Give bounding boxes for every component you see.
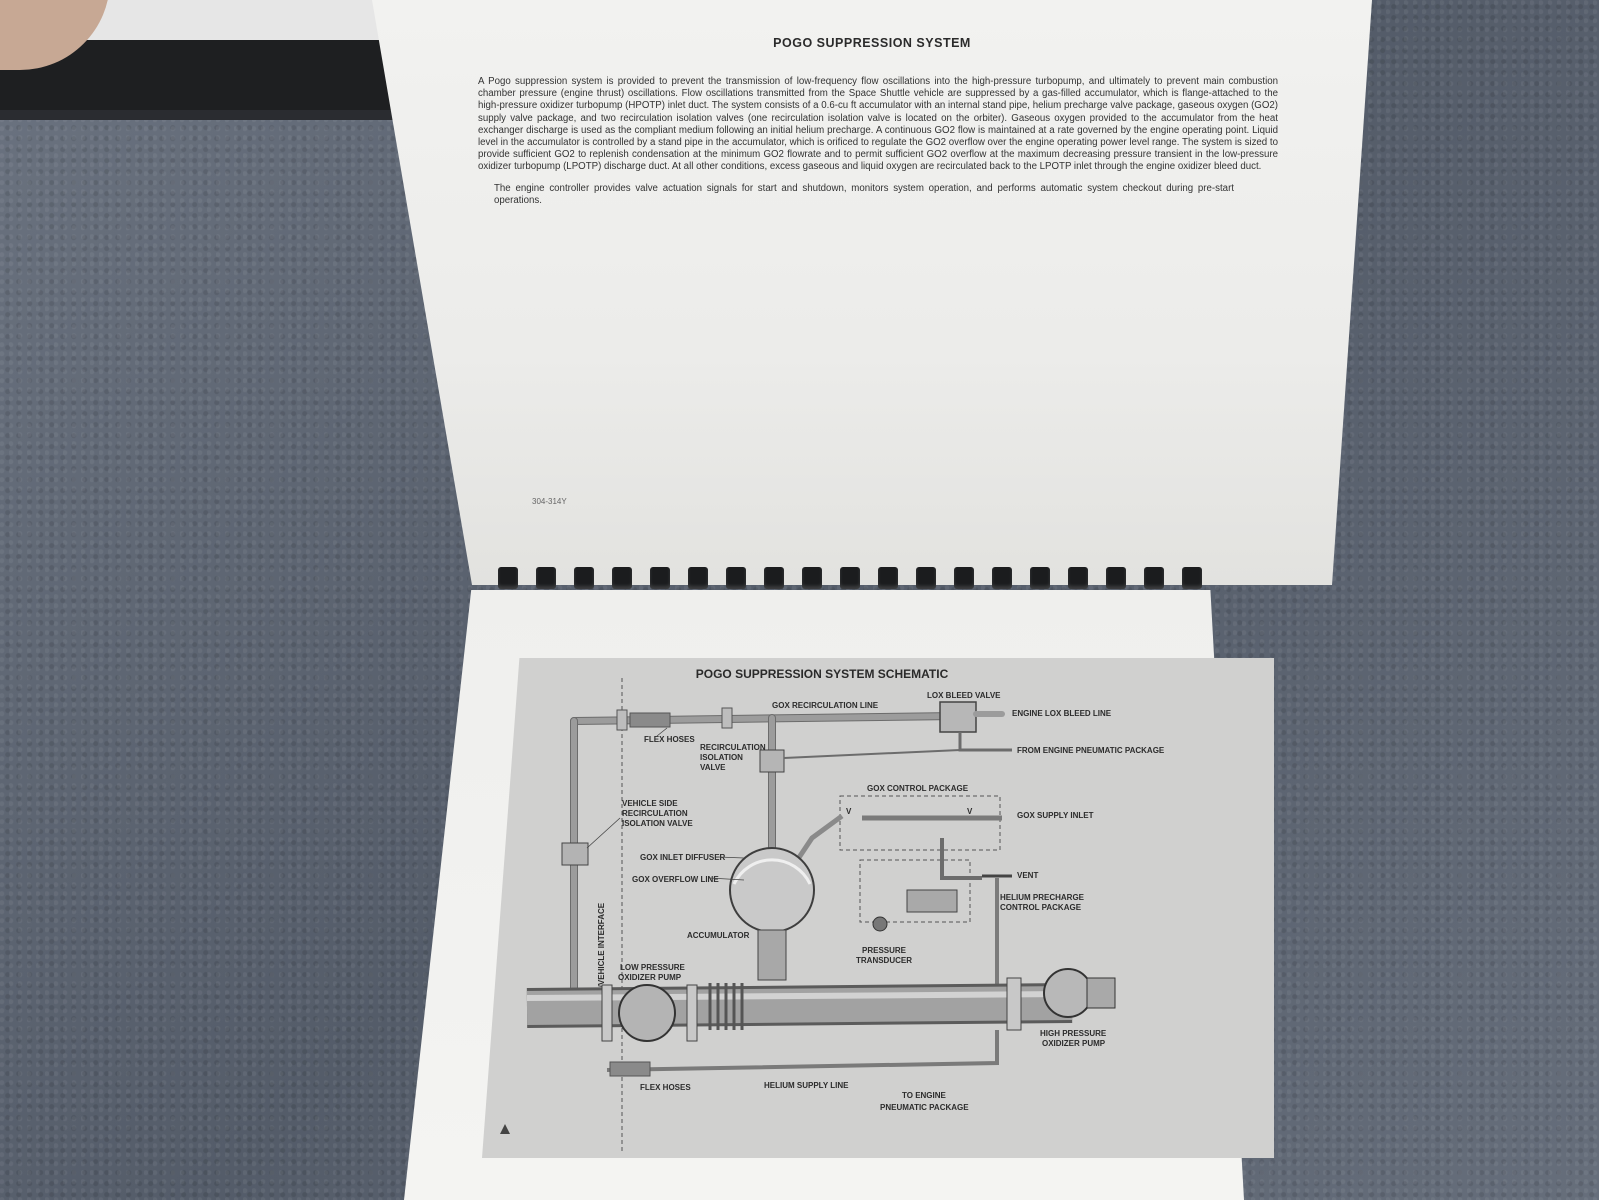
- spiral-binding: [490, 565, 1220, 595]
- pressure-transducer: [872, 916, 888, 932]
- vehicle-side-isolation-valve: [561, 842, 589, 866]
- label-accumulator: ACCUMULATOR: [687, 931, 750, 940]
- schematic-title: POGO SUPPRESSION SYSTEM SCHEMATIC: [696, 667, 949, 681]
- binding-ring: [954, 567, 974, 589]
- label-recirc-iso-3: VALVE: [700, 763, 726, 772]
- leader-line: [586, 817, 621, 849]
- leader-line: [717, 856, 745, 859]
- valve-symbol: V: [846, 807, 852, 816]
- binding-ring: [688, 567, 708, 589]
- hp-pump-inlet: [1086, 977, 1116, 1009]
- high-pressure-oxidizer-pump: [1043, 968, 1093, 1018]
- paragraph-1: A Pogo suppression system is provided to…: [478, 76, 1278, 173]
- binding-ring: [840, 567, 860, 589]
- low-pressure-oxidizer-pump: [618, 984, 676, 1042]
- main-duct-highlight: [526, 991, 1073, 1001]
- flange: [721, 707, 733, 729]
- flange: [601, 984, 613, 1042]
- label-pressure-transducer-1: PRESSURE: [862, 946, 907, 955]
- label-high-pressure-pump-2: OXIDIZER PUMP: [1042, 1039, 1106, 1048]
- gox-control-package-box: [839, 795, 1001, 851]
- valve-symbol: V: [967, 807, 973, 816]
- label-gox-inlet-diffuser: GOX INLET DIFFUSER: [640, 853, 726, 862]
- label-vehicle-side-1: VEHICLE SIDE: [622, 799, 678, 808]
- binding-ring: [574, 567, 594, 589]
- label-vehicle-side-3: ISOLATION VALVE: [622, 819, 693, 828]
- binding-ring: [802, 567, 822, 589]
- label-low-pressure-pump-1: LOW PRESSURE: [620, 963, 686, 972]
- bellows: [708, 983, 744, 1030]
- leader-line: [709, 877, 745, 881]
- label-interface: ENGINE/VEHICLE INTERFACE: [597, 902, 606, 1018]
- valve-actuation-line: [783, 749, 961, 759]
- lox-bleed-valve: [939, 701, 977, 733]
- label-helium-supply-line: HELIUM SUPPLY LINE: [764, 1081, 849, 1090]
- label-flex-hoses-top: FLEX HOSES: [644, 735, 695, 744]
- label-high-pressure-pump-1: HIGH PRESSURE: [1040, 1029, 1107, 1038]
- flange: [686, 984, 698, 1042]
- label-gox-control-package: GOX CONTROL PACKAGE: [867, 784, 969, 793]
- binding-ring: [916, 567, 936, 589]
- schematic-diagram: POGO SUPPRESSION SYSTEM SCHEMATIC ENGINE…: [500, 667, 1165, 1153]
- recirculation-isolation-valve: [759, 749, 785, 773]
- label-recirc-iso-1: RECIRCULATION: [700, 743, 766, 752]
- paragraph-2: The engine controller provides valve act…: [494, 182, 1234, 206]
- label-gox-supply-inlet: GOX SUPPLY INLET: [1017, 811, 1094, 820]
- flex-hose-bottom: [609, 1061, 651, 1077]
- binding-ring: [1068, 567, 1088, 589]
- binding-ring: [1106, 567, 1126, 589]
- binding-ring: [878, 567, 898, 589]
- label-to-engine-2: PNEUMATIC PACKAGE: [880, 1103, 969, 1112]
- label-pressure-transducer-2: TRANSDUCER: [856, 956, 912, 965]
- binding-ring: [536, 567, 556, 589]
- binding-ring: [1144, 567, 1164, 589]
- label-low-pressure-pump-2: OXIDIZER PUMP: [618, 973, 682, 982]
- label-lox-bleed-valve: LOX BLEED VALVE: [927, 691, 1001, 700]
- rocketdyne-logo-icon: [500, 1124, 510, 1134]
- binding-ring: [726, 567, 746, 589]
- background-mat-edge: [0, 110, 400, 120]
- helium-supply-pipe: [606, 1030, 999, 1072]
- label-gox-recirculation: GOX RECIRCULATION LINE: [772, 701, 879, 710]
- accumulator-highlight: [732, 858, 812, 885]
- label-from-engine-pneumatic: FROM ENGINE PNEUMATIC PACKAGE: [1017, 746, 1165, 755]
- label-recirc-iso-2: ISOLATION: [700, 753, 743, 762]
- upper-page: POGO SUPPRESSION SYSTEM A Pogo suppressi…: [372, 0, 1372, 585]
- binding-ring: [1182, 567, 1202, 589]
- label-gox-overflow-line: GOX OVERFLOW LINE: [632, 875, 719, 884]
- pneumatic-line: [958, 732, 1012, 752]
- body-text: A Pogo suppression system is provided to…: [478, 76, 1278, 216]
- flex-hose-top: [629, 712, 671, 728]
- binding-ring: [612, 567, 632, 589]
- label-flex-hoses-bottom: FLEX HOSES: [640, 1083, 691, 1092]
- label-helium-precharge-1: HELIUM PRECHARGE: [1000, 893, 1085, 902]
- binding-ring: [498, 567, 518, 589]
- label-engine-lox-bleed-line: ENGINE LOX BLEED LINE: [1012, 709, 1112, 718]
- helium-line: [940, 838, 982, 880]
- binding-ring: [650, 567, 670, 589]
- leader-line: [656, 727, 668, 737]
- binding-ring: [992, 567, 1012, 589]
- accumulator-stand-pipe: [757, 929, 787, 981]
- main-duct: [526, 986, 1073, 1025]
- helium-precharge-valve: [906, 889, 958, 913]
- label-to-engine-1: TO ENGINE: [902, 1091, 947, 1100]
- label-vehicle-side-2: RECIRCULATION: [622, 809, 688, 818]
- label-vent: VENT: [1017, 871, 1038, 880]
- label-helium-precharge-2: CONTROL PACKAGE: [1000, 903, 1082, 912]
- binding-ring: [764, 567, 784, 589]
- binding-ring: [1030, 567, 1050, 589]
- flange: [616, 709, 628, 731]
- flange: [1006, 977, 1022, 1031]
- schematic-plate: POGO SUPPRESSION SYSTEM SCHEMATIC ENGINE…: [482, 658, 1275, 1158]
- helium-precharge-box: [859, 859, 971, 923]
- page-code: 304-314Y: [532, 497, 567, 506]
- page-title: POGO SUPPRESSION SYSTEM: [773, 36, 971, 50]
